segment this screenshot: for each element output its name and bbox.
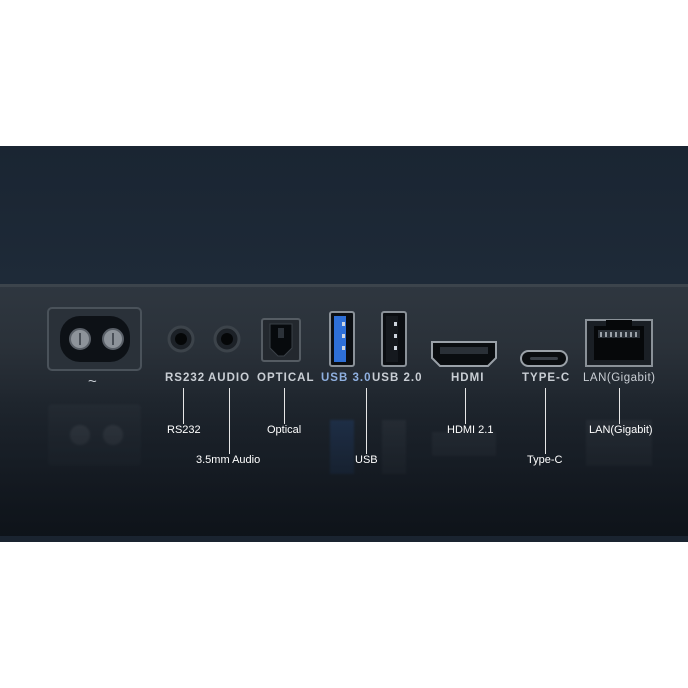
audio-leader-line: [229, 388, 230, 454]
reflection-fade: [0, 391, 688, 536]
audio-jack-icon: [213, 325, 241, 353]
usb2-port-icon: [381, 311, 407, 367]
audio-port-label: AUDIO: [208, 372, 251, 384]
port-illustrations: [47, 307, 653, 371]
rs232-jack-icon: [167, 325, 195, 353]
power-inlet-icon: [47, 307, 142, 371]
optical-leader-line: [284, 388, 285, 424]
hdmi-leader-line: [465, 388, 466, 424]
rs232-callout: RS232: [167, 424, 201, 436]
usb-callout: USB: [355, 454, 378, 466]
optical-port-icon: [261, 318, 301, 362]
hdmi-callout: HDMI 2.1: [447, 424, 494, 436]
lan-port-label: LAN(Gigabit): [583, 372, 656, 384]
lan-leader-line: [619, 388, 620, 424]
hdmi-port-icon: [431, 341, 497, 367]
usb3-port-icon: [329, 311, 355, 367]
optical-callout: Optical: [267, 424, 302, 436]
power-symbol-label: ~: [88, 373, 98, 390]
optical-port-label: OPTICAL: [257, 372, 315, 384]
lan-port-icon: [585, 319, 653, 367]
panel-edge: [0, 284, 688, 287]
typec-leader-line: [545, 388, 546, 454]
rs232-leader-line: [183, 388, 184, 424]
lan-callout: LAN(Gigabit): [589, 424, 653, 436]
audio-callout: 3.5mm Audio: [196, 454, 261, 466]
usb-leader-line: [366, 388, 367, 454]
usb3-port-label: USB 3.0: [321, 372, 372, 384]
hdmi-port-label: HDMI: [451, 372, 485, 384]
typec-port-icon: [520, 350, 568, 367]
typec-callout: Type-C: [527, 454, 563, 466]
product-photo: ~ RS232 AUDIO OPTICAL USB 3.0 USB 2.0 HD…: [0, 146, 688, 542]
typec-port-label: TYPE-C: [522, 372, 571, 384]
usb2-port-label: USB 2.0: [372, 372, 423, 384]
rs232-port-label: RS232: [165, 372, 206, 384]
